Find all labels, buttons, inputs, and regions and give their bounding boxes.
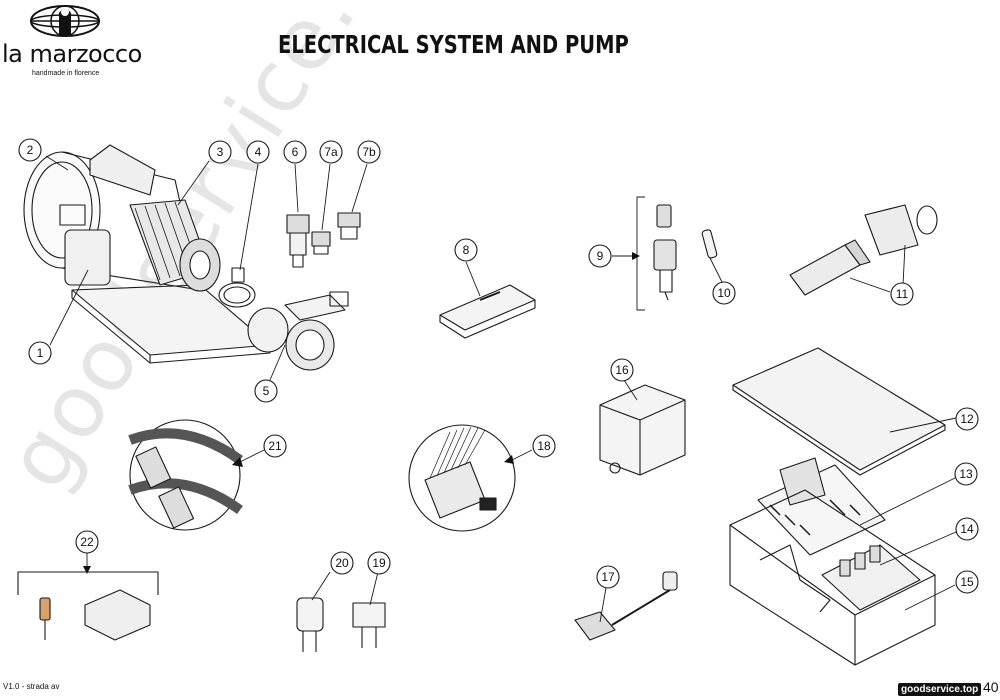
callout-circle <box>254 379 278 403</box>
callout-label: 14 <box>960 522 974 536</box>
callout-18: 18 <box>532 434 556 458</box>
callout-2: 2 <box>18 138 42 162</box>
callout-17: 17 <box>596 565 620 589</box>
clamp-drawing <box>218 267 256 308</box>
callout-label: 9 <box>597 249 604 263</box>
callout-circle <box>610 358 634 382</box>
callout-label: 15 <box>960 575 974 589</box>
relay-board-drawing <box>821 544 921 611</box>
callout-circle <box>955 570 979 594</box>
callout-label: 12 <box>960 412 974 426</box>
callout-circle <box>367 551 391 575</box>
callout-label: 7a <box>324 145 338 159</box>
callout-label: 20 <box>335 556 349 570</box>
brand-name: la marzocco <box>2 40 142 68</box>
fuse-holder-drawing <box>653 204 718 301</box>
version-label: V1.0 - strada av <box>3 682 60 691</box>
control-module-drawing <box>439 284 536 339</box>
callout-label: 16 <box>615 363 629 377</box>
callout-circle <box>955 517 979 541</box>
callout-circle <box>246 140 270 164</box>
callout-label: 8 <box>463 243 470 257</box>
callout-22: 22 <box>75 530 99 554</box>
callout-label: 6 <box>292 145 299 159</box>
enclosure-lid-drawing <box>732 347 946 471</box>
pump-head-drawing <box>247 291 349 371</box>
callout-label: 4 <box>255 145 262 159</box>
callout-circle <box>532 434 556 458</box>
callout-label: 18 <box>537 439 551 453</box>
ribbon-cable-detail-drawing <box>128 419 243 531</box>
callout-5: 5 <box>254 379 278 403</box>
pump-motor-drawing <box>23 144 271 364</box>
callout-14: 14 <box>955 517 979 541</box>
callout-7a: 7a <box>319 140 343 164</box>
brand-tagline: handmade in florence <box>32 70 100 77</box>
capacitor-drawing <box>296 597 324 652</box>
leader-lines <box>45 155 957 623</box>
callout-circle <box>954 462 978 486</box>
circuit-board-drawing <box>757 457 886 556</box>
callout-12: 12 <box>955 407 979 431</box>
page-number: 40 <box>983 679 999 695</box>
callout-circle <box>596 565 620 589</box>
callout-16: 16 <box>610 358 634 382</box>
globe-lion-logo-icon <box>30 5 100 37</box>
website-badge[interactable]: goodservice.top <box>898 683 982 696</box>
callout-label: 5 <box>263 384 270 398</box>
callout-label: 1 <box>37 346 44 360</box>
page-title: ELECTRICAL SYSTEM AND PUMP <box>278 30 629 59</box>
callout-10: 10 <box>712 281 736 305</box>
callout-20: 20 <box>330 551 354 575</box>
callout-15: 15 <box>955 570 979 594</box>
callout-circle <box>319 140 343 164</box>
callout-circle <box>28 341 52 365</box>
callout-11: 11 <box>890 282 914 306</box>
callout-label: 21 <box>268 439 282 453</box>
callout-21: 21 <box>263 434 287 458</box>
callout-circle <box>330 551 354 575</box>
enclosure-box-drawing <box>729 489 936 666</box>
callout-label: 11 <box>896 287 909 301</box>
callout-label: 7b <box>362 145 376 159</box>
callout-circle <box>283 140 307 164</box>
ribbon-connector-detail-drawing <box>408 424 516 532</box>
callout-label: 3 <box>217 145 224 159</box>
callout-circle <box>208 140 232 164</box>
relay-kit-drawing <box>17 571 159 641</box>
callout-8: 8 <box>454 238 478 262</box>
suppressor-drawing <box>352 602 386 648</box>
callout-circle <box>263 434 287 458</box>
callout-label: 13 <box>959 467 973 481</box>
callout-1: 1 <box>28 341 52 365</box>
callout-19: 19 <box>367 551 391 575</box>
callout-13: 13 <box>954 462 978 486</box>
level-probe-drawing <box>574 571 678 641</box>
callout-label: 2 <box>27 143 34 157</box>
capacitor-cover-drawing <box>599 384 686 476</box>
pressure-sensor-drawing <box>286 212 361 268</box>
callout-label: 22 <box>80 535 94 549</box>
callout-label: 10 <box>717 286 731 300</box>
callout-circle <box>18 138 42 162</box>
callout-label: 17 <box>601 570 615 584</box>
callout-circle <box>357 140 381 164</box>
callout-4: 4 <box>246 140 270 164</box>
callout-6: 6 <box>283 140 307 164</box>
callout-circle <box>454 238 478 262</box>
callout-9: 9 <box>588 244 612 268</box>
callout-circle <box>955 407 979 431</box>
callout-label: 19 <box>372 556 386 570</box>
callout-circle <box>890 282 914 306</box>
callout-circle <box>75 530 99 554</box>
callout-3: 3 <box>208 140 232 164</box>
connector-plug-drawing <box>789 204 938 296</box>
callout-7b: 7b <box>357 140 381 164</box>
callout-circle <box>588 244 612 268</box>
callout-circle <box>712 281 736 305</box>
